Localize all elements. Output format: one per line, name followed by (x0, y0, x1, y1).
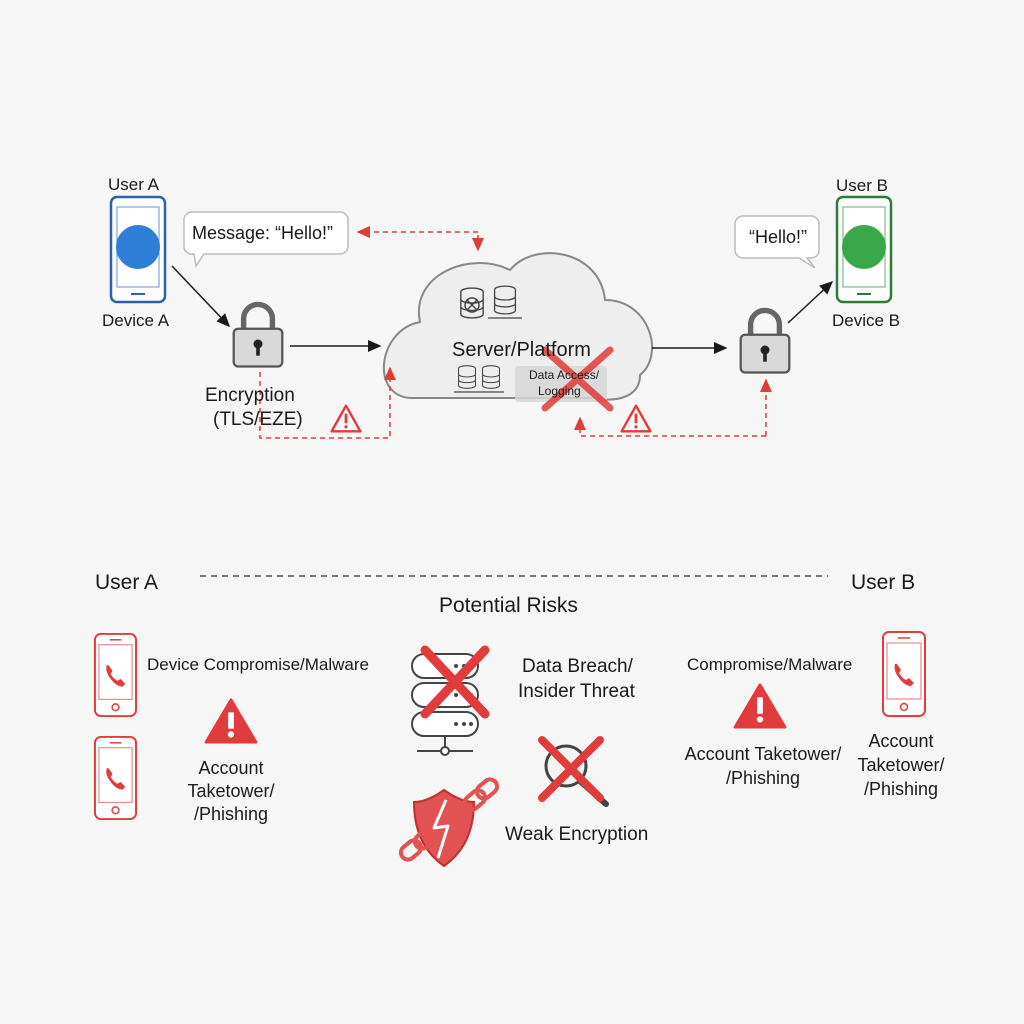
account-takeover-b-mid-line1: Account Taketower/ (684, 744, 842, 764)
phone-icon-risk-a1 (93, 632, 138, 718)
data-access-label: Data Access/ (529, 368, 600, 382)
account-takeover-b-right-line1: Account (868, 731, 934, 751)
user-b-label: User B (836, 176, 888, 195)
server-platform-label: Server/Platform (452, 339, 591, 361)
account-takeover-a-text: Account Taketower/ /Phishing (170, 757, 292, 826)
cross-icon-weak-encryption (538, 736, 604, 802)
cross-icon-data-breach (420, 645, 490, 719)
account-takeover-a-line1: Account (198, 758, 264, 778)
phone-icon-risk-b (882, 631, 926, 717)
warning-icon-server (620, 404, 652, 433)
account-takeover-b-right-line2: Taketower/ (857, 755, 945, 775)
potential-risks-title: Potential Risks (439, 594, 578, 617)
account-takeover-b-mid-text: Account Taketower/ /Phishing (672, 742, 854, 790)
account-takeover-b-right-line3: /Phishing (863, 779, 939, 799)
risk-dashed-paths (259, 226, 772, 439)
lock-icon-a (234, 304, 283, 366)
data-breach-label: Data Breach/ (522, 656, 633, 677)
arrow-device-a-to-lock (171, 265, 231, 328)
phone-icon-device-a (109, 195, 167, 304)
message-bubble-b (734, 215, 820, 269)
account-takeover-b-right-text: Account Taketower/ /Phishing (846, 729, 956, 801)
phone-icon-device-b (835, 195, 893, 304)
device-compromise-label: Device Compromise/Malware (147, 655, 370, 674)
device-a-label: Device A (102, 311, 170, 330)
chain-link-icon (398, 777, 500, 862)
cross-icon-data-access (541, 346, 614, 412)
lock-icon-b (741, 310, 790, 372)
encryption-label: Encryption (205, 385, 295, 406)
user-a-label: User A (108, 175, 160, 194)
account-takeover-a-line3: /Phishing (193, 804, 269, 824)
message-b-text: “Hello!” (749, 227, 808, 247)
logging-label: Logging (538, 384, 581, 398)
database-icon-lower (454, 365, 504, 393)
encryption-protocol-label: (TLS/EZE) (213, 409, 303, 430)
risk-user-b-label: User B (851, 571, 916, 594)
insider-threat-label: Insider Threat (518, 681, 635, 702)
warning-icon-takeover-a (204, 698, 258, 744)
database-icon (488, 285, 522, 319)
warning-icon-takeover-b (733, 683, 787, 729)
compromise-malware-b-label: Compromise/Malware (687, 655, 853, 674)
device-b-label: Device B (832, 311, 901, 330)
account-takeover-a-line2: Taketower/ (187, 781, 275, 801)
risk-user-a-label: User A (95, 571, 159, 594)
database-icon-crossed (460, 287, 484, 319)
account-takeover-b-mid-line2: /Phishing (725, 768, 801, 788)
message-bubble-a (183, 211, 349, 268)
phone-icon-risk-a2 (93, 735, 138, 821)
message-a-text: Message: “Hello!” (192, 223, 334, 243)
weak-encryption-label: Weak Encryption (505, 824, 649, 845)
cloud-icon (382, 252, 654, 401)
arrow-lock-to-device-b (787, 280, 834, 324)
warning-icon-encryption (330, 404, 362, 433)
